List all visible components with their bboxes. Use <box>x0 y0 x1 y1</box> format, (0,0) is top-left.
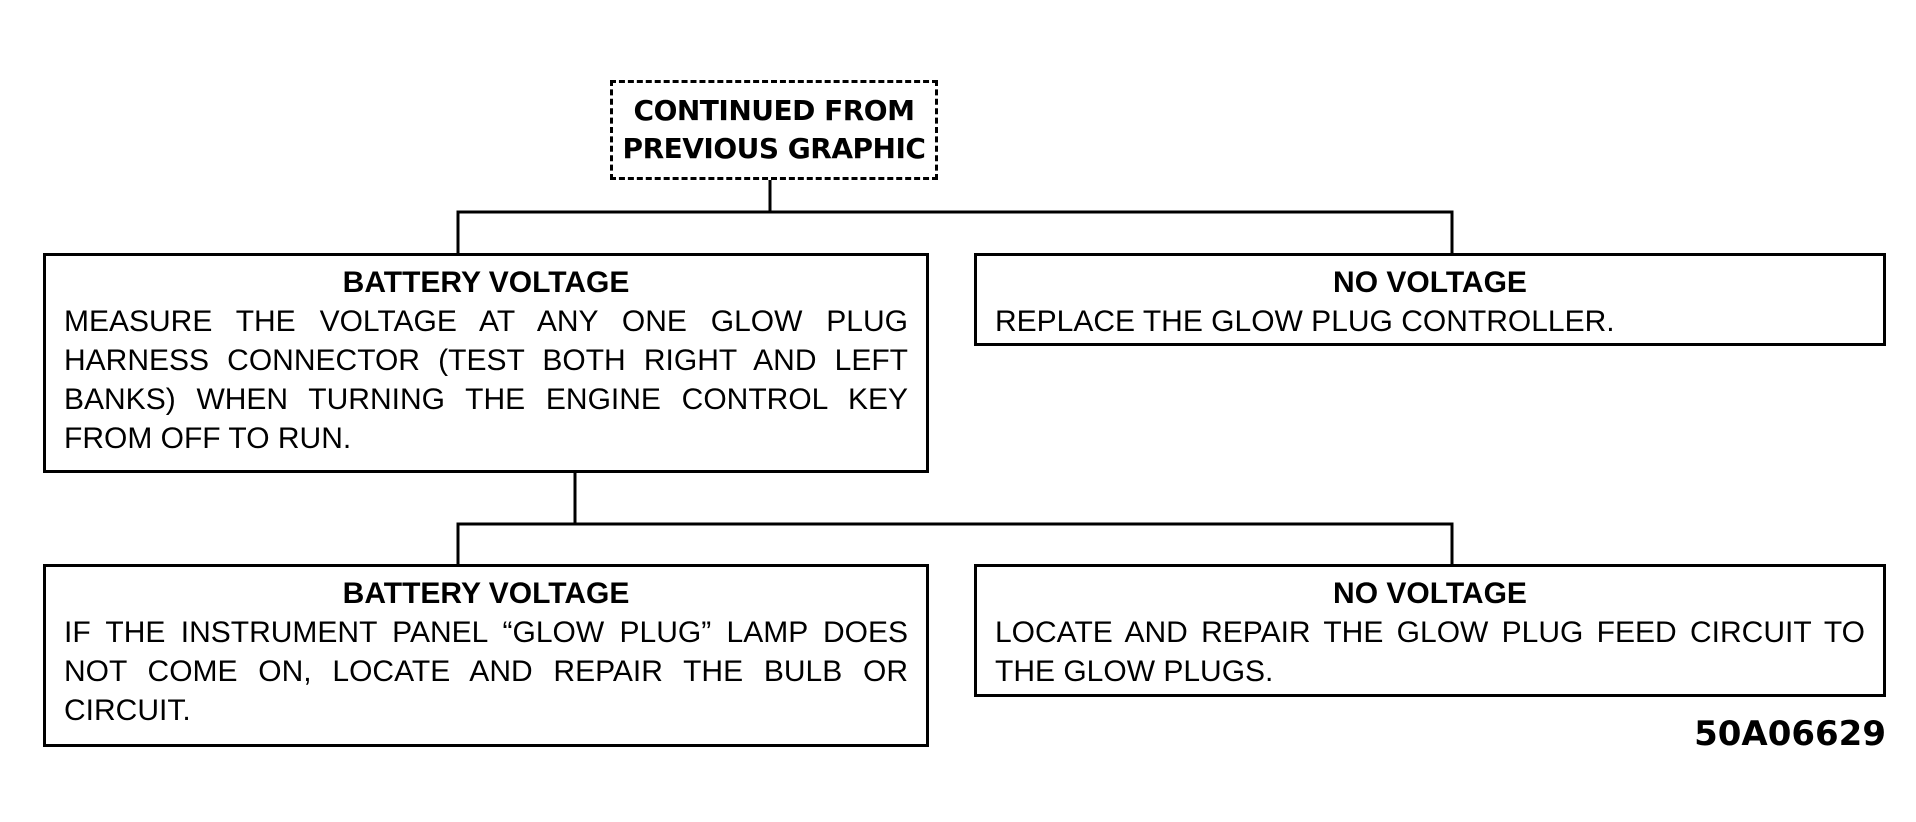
node-text: LOCATE AND REPAIR THE GLOW PLUG FEED CIR… <box>995 616 1865 688</box>
node-title: BATTERY VOLTAGE <box>342 577 630 610</box>
continued-from-box: CONTINUED FROM PREVIOUS GRAPHIC <box>610 80 938 180</box>
node-text: IF THE INSTRUMENT PANEL “GLOW PLUG” LAMP… <box>64 616 908 727</box>
figure-id: 50A06629 <box>1694 714 1886 754</box>
continued-from-line-2: PREVIOUS GRAPHIC <box>622 132 926 165</box>
node-text: REPLACE THE GLOW PLUG CONTROLLER. <box>995 305 1615 338</box>
node-title: NO VOLTAGE <box>1333 266 1527 299</box>
continued-from-line-1: CONTINUED FROM <box>633 94 915 127</box>
node-battery-voltage-measure: BATTERY VOLTAGE MEASURE THE VOLTAGE AT A… <box>43 253 929 473</box>
node-battery-voltage-lamp: BATTERY VOLTAGE IF THE INSTRUMENT PANEL … <box>43 564 929 747</box>
node-no-voltage-replace-controller: NO VOLTAGE REPLACE THE GLOW PLUG CONTROL… <box>974 253 1886 346</box>
node-title: BATTERY VOLTAGE <box>342 266 630 299</box>
node-title: NO VOLTAGE <box>1333 577 1527 610</box>
continued-from-label: CONTINUED FROM PREVIOUS GRAPHIC <box>623 92 926 168</box>
node-no-voltage-feed-circuit: NO VOLTAGE LOCATE AND REPAIR THE GLOW PL… <box>974 564 1886 697</box>
node-text: MEASURE THE VOLTAGE AT ANY ONE GLOW PLUG… <box>64 305 908 455</box>
